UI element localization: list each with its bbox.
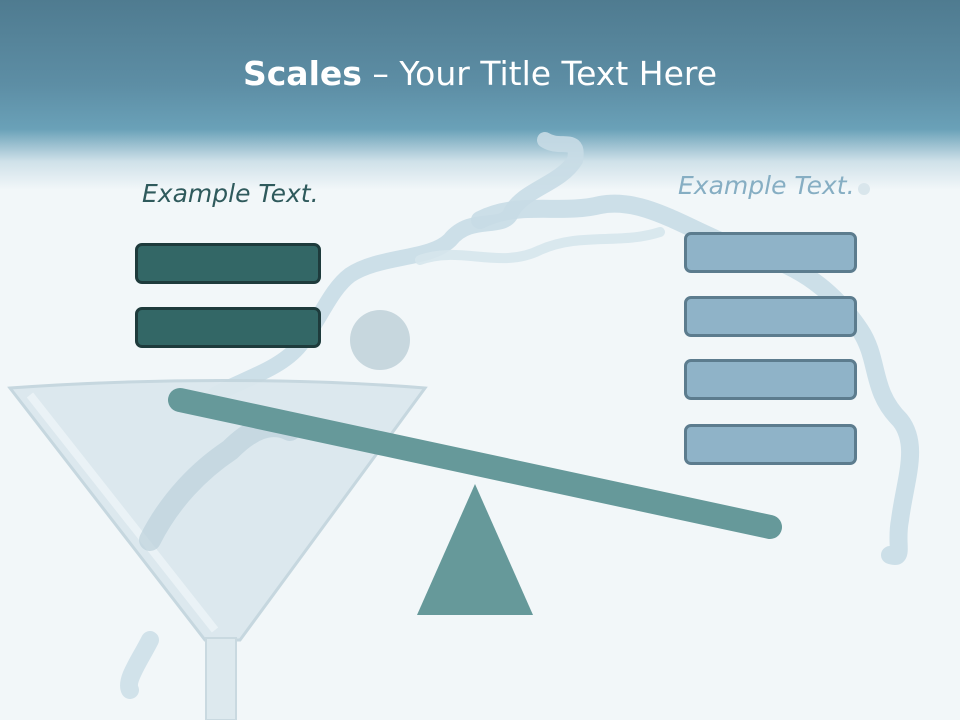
left-box-1 [135, 243, 321, 284]
right-box-3 [684, 359, 857, 400]
left-box-2 [135, 307, 321, 348]
right-box-2 [684, 296, 857, 337]
right-box-4 [684, 424, 857, 465]
title-band [0, 0, 960, 190]
right-caption: Example Text. [678, 171, 855, 200]
title-rest: – Your Title Text Here [361, 54, 718, 93]
slide-title: Scales – Your Title Text Here [0, 52, 960, 96]
left-caption: Example Text. [142, 179, 319, 208]
fulcrum-triangle [417, 484, 533, 615]
right-box-1 [684, 232, 857, 273]
tilted-beam [168, 388, 782, 539]
title-bold: Scales [242, 54, 362, 93]
